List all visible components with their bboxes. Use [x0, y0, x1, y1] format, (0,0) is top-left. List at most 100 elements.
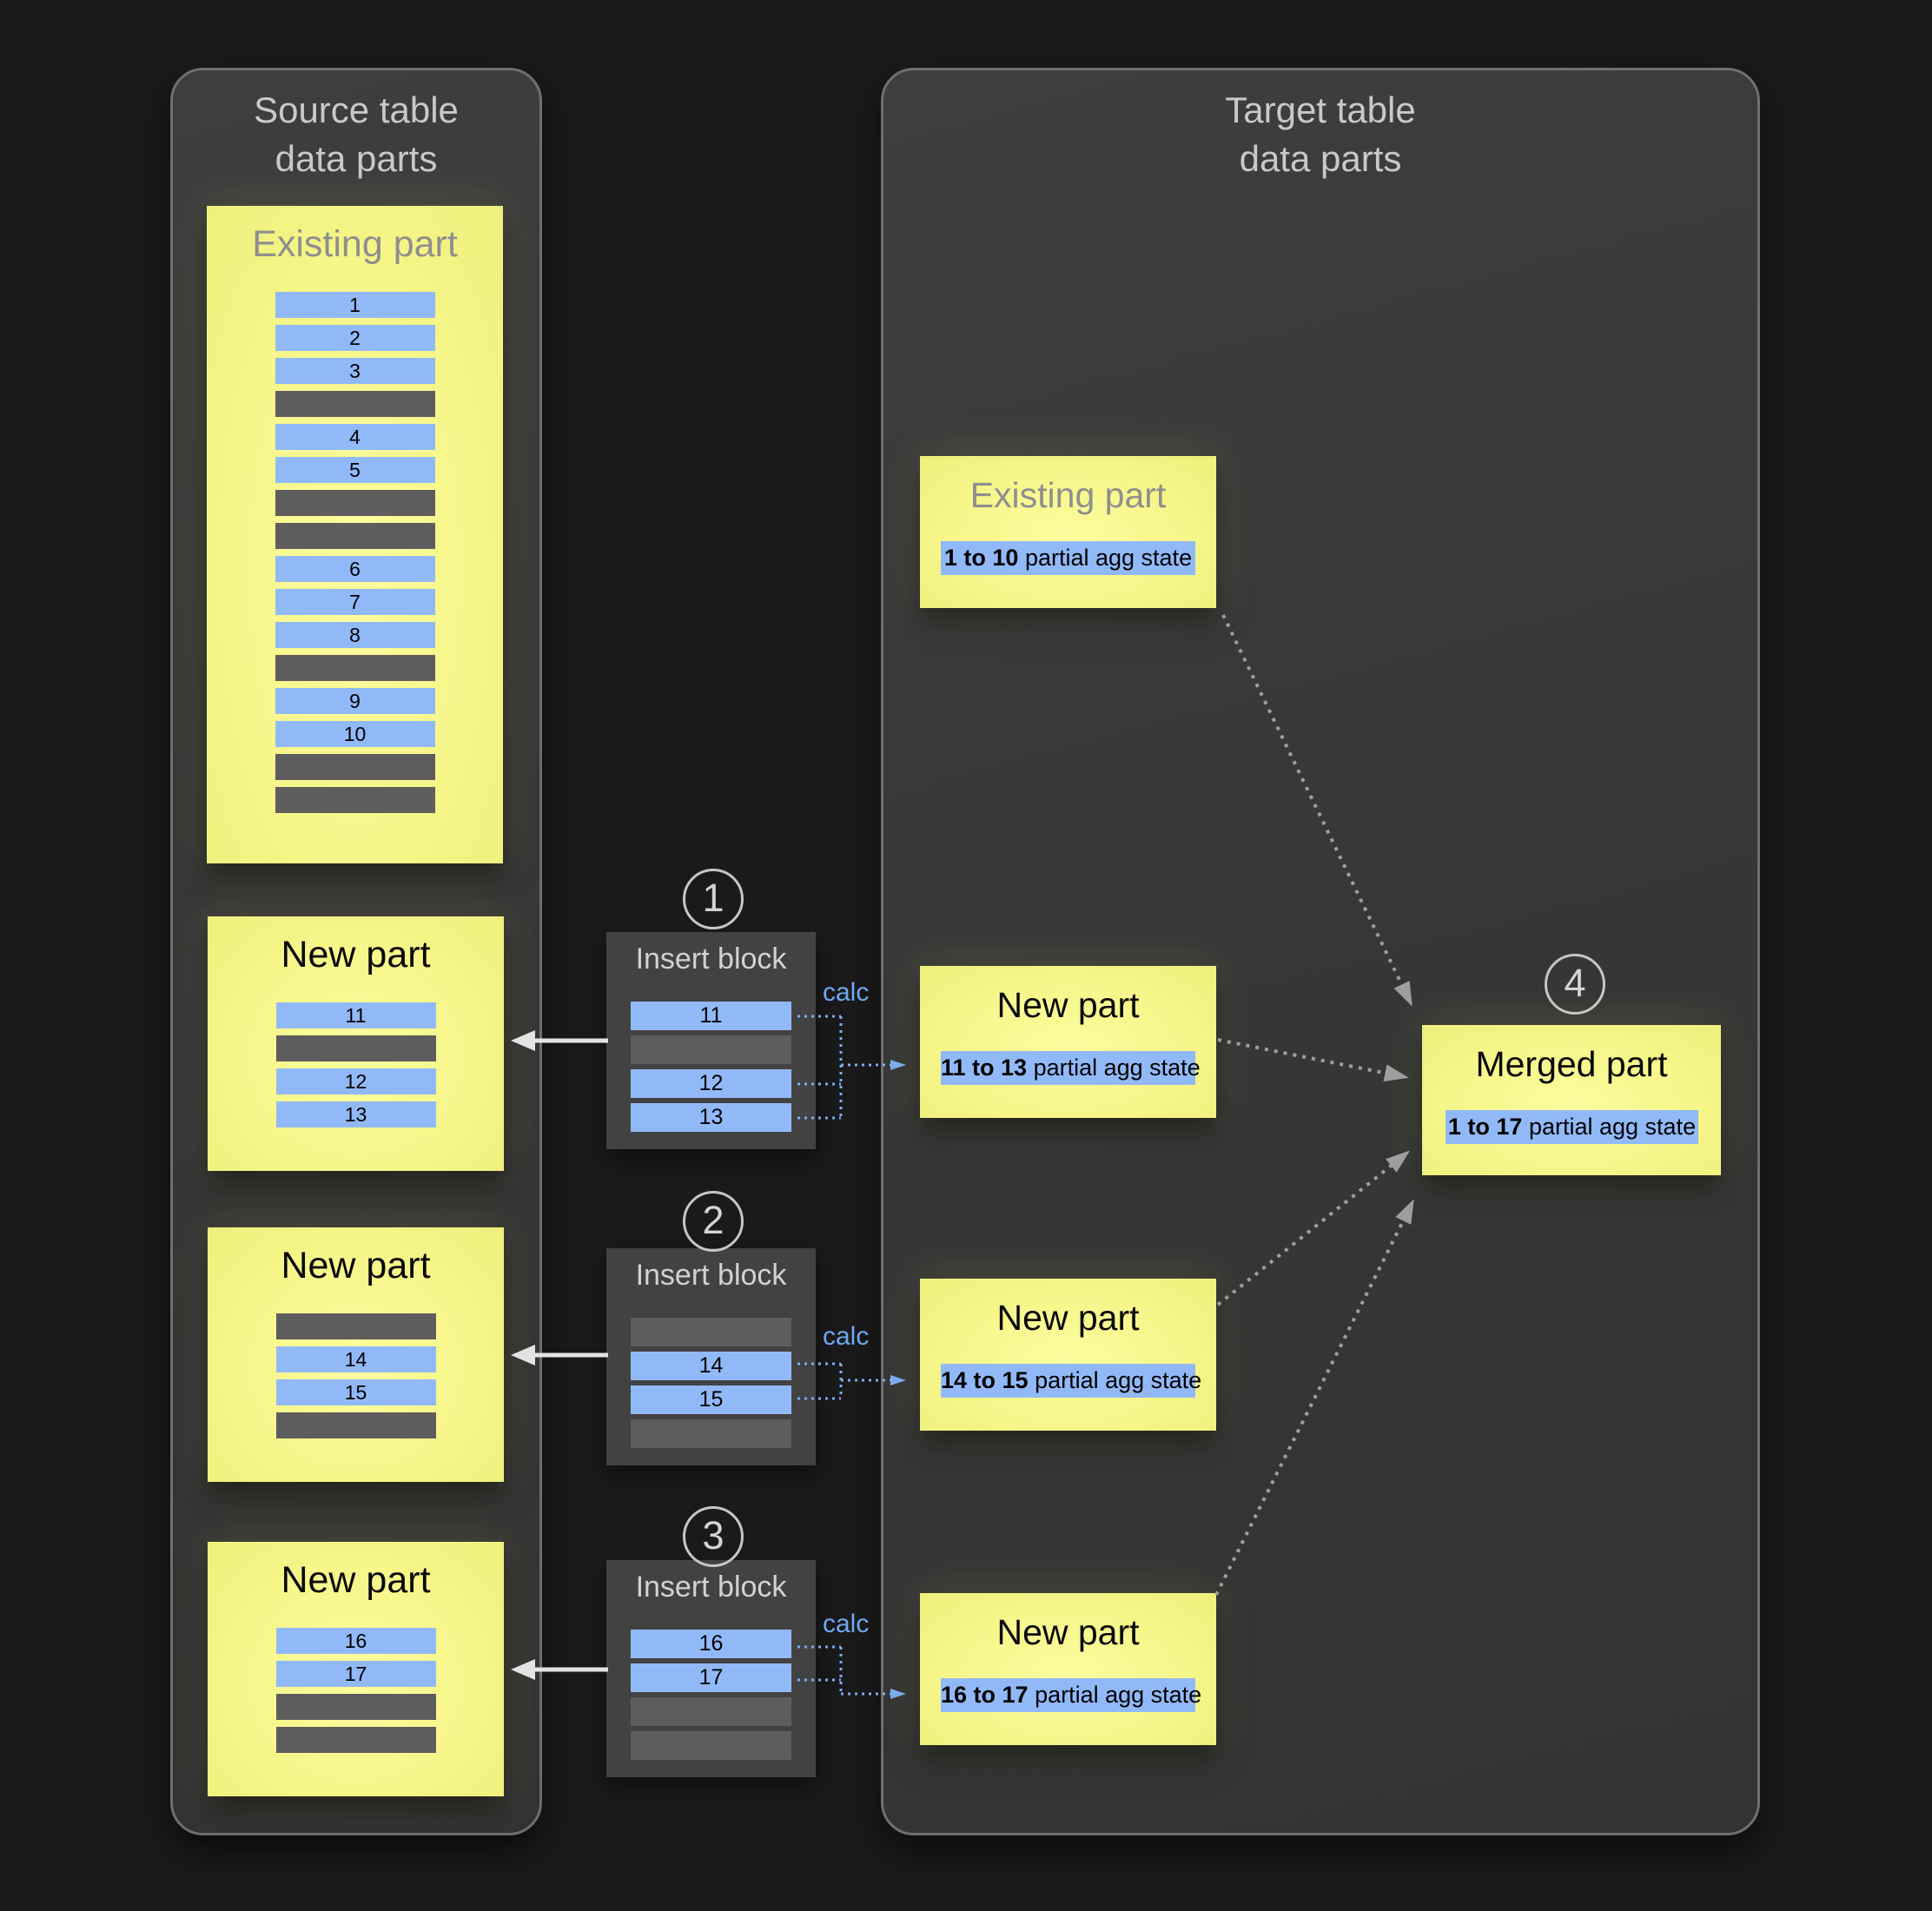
agg-rest: partial agg state — [1027, 1055, 1201, 1081]
data-row: 10 — [275, 721, 435, 747]
target-panel-title-line1: Target table — [1225, 89, 1416, 130]
agg-rest: partial agg state — [1018, 545, 1193, 571]
target-new-part-3-agg-state-label: 16 to 17 partial agg state — [941, 1678, 1201, 1712]
data-row: 11 — [275, 1002, 436, 1028]
data-row: 15 — [275, 1379, 436, 1405]
placeholder-row — [631, 1697, 791, 1726]
step-4-badge: 4 — [1545, 954, 1605, 1015]
data-row: 13 — [631, 1103, 791, 1132]
agg-range: 1 to 10 — [943, 545, 1019, 571]
source-new-part-2-title: New part — [281, 1245, 431, 1286]
data-row: 12 — [275, 1068, 436, 1094]
source-panel-title: Source table data parts — [173, 86, 539, 183]
merged-part: Merged part 1 to 17 partial agg state — [1422, 1025, 1721, 1175]
placeholder-row — [275, 1313, 436, 1339]
placeholder-row — [631, 1419, 791, 1448]
agg-range: 14 to 15 — [941, 1367, 1029, 1393]
insert-block-3-title: Insert block — [635, 1570, 787, 1604]
merged-part-agg-state-label: 1 to 17 partial agg state — [1446, 1110, 1698, 1144]
source-new-part-1-title: New part — [281, 934, 431, 975]
source-panel-title-line2: data parts — [275, 138, 438, 179]
data-row: 5 — [275, 457, 435, 483]
data-row: 12 — [631, 1069, 791, 1098]
target-new-part-2-title: New part — [996, 1298, 1140, 1338]
data-row: 2 — [275, 325, 435, 351]
calc-label-1: calc — [823, 978, 870, 1007]
placeholder-row — [275, 1035, 436, 1061]
source-existing-part-title: Existing part — [252, 223, 458, 265]
target-panel-title: Target table data parts — [883, 86, 1757, 183]
step-2-badge: 2 — [683, 1191, 744, 1252]
target-new-part-2-agg-state-label: 14 to 15 partial agg state — [941, 1364, 1201, 1398]
insert-block-2-title: Insert block — [635, 1259, 787, 1292]
placeholder-row — [631, 1318, 791, 1346]
data-row: 11 — [631, 1002, 791, 1030]
target-new-part-3-title: New part — [996, 1612, 1140, 1652]
insert-block-1-title: Insert block — [635, 942, 787, 975]
agg-range: 16 to 17 — [941, 1682, 1029, 1708]
target-new-part-2: New part 14 to 15 partial agg state — [920, 1279, 1216, 1431]
data-row: 7 — [275, 589, 435, 615]
data-row: 14 — [275, 1346, 436, 1372]
data-row: 9 — [275, 688, 435, 714]
placeholder-row — [275, 490, 435, 516]
target-new-part-1: New part 11 to 13 partial agg state — [920, 966, 1216, 1118]
placeholder-row — [275, 787, 435, 813]
placeholder-row — [275, 1727, 436, 1753]
target-panel-title-line2: data parts — [1239, 138, 1402, 179]
agg-rest: partial agg state — [1522, 1114, 1697, 1140]
merged-part-title: Merged part — [1475, 1044, 1668, 1084]
source-new-part-3-title: New part — [281, 1559, 431, 1601]
data-row: 16 — [631, 1630, 791, 1658]
data-row: 3 — [275, 358, 435, 384]
data-row: 8 — [275, 622, 435, 648]
step-3-badge: 3 — [683, 1506, 744, 1567]
placeholder-row — [275, 523, 435, 549]
data-row: 6 — [275, 556, 435, 582]
placeholder-row — [631, 1035, 791, 1064]
step-1-badge: 1 — [683, 869, 744, 929]
data-row: 4 — [275, 424, 435, 450]
placeholder-row — [275, 754, 435, 780]
target-new-part-3: New part 16 to 17 partial agg state — [920, 1593, 1216, 1745]
target-table-panel: Target table data parts — [881, 68, 1760, 1835]
insert-block-1-rows: 11 12 13 — [606, 1002, 816, 1132]
agg-range: 11 to 13 — [941, 1055, 1028, 1081]
data-row: 16 — [275, 1628, 436, 1654]
target-existing-part: Existing part 1 to 10 partial agg state — [920, 456, 1216, 608]
target-existing-agg-state-label: 1 to 10 partial agg state — [941, 541, 1195, 575]
data-row: 17 — [631, 1663, 791, 1692]
data-row: 15 — [631, 1385, 791, 1414]
calc-label-3: calc — [823, 1610, 870, 1638]
data-row: 1 — [275, 292, 435, 318]
source-existing-part: Existing part 1 2 3 4 5 6 7 8 9 10 — [207, 206, 503, 863]
source-panel-title-line1: Source table — [254, 89, 459, 130]
target-existing-part-title: Existing part — [969, 475, 1167, 515]
data-row: 14 — [631, 1352, 791, 1380]
data-row: 17 — [275, 1661, 436, 1687]
placeholder-row — [275, 655, 435, 681]
placeholder-row — [275, 1694, 436, 1720]
source-new-part-1: New part 11 12 13 — [208, 916, 504, 1171]
source-existing-rows: 1 2 3 4 5 6 7 8 9 10 — [207, 292, 503, 813]
target-new-part-1-title: New part — [996, 985, 1140, 1025]
placeholder-row — [275, 391, 435, 417]
agg-rest: partial agg state — [1028, 1682, 1202, 1708]
target-new-part-1-agg-state-label: 11 to 13 partial agg state — [941, 1051, 1201, 1085]
agg-range: 1 to 17 — [1447, 1114, 1523, 1140]
agg-rest: partial agg state — [1028, 1367, 1202, 1393]
source-new-part-1-rows: 11 12 13 — [208, 1002, 504, 1127]
data-row: 13 — [275, 1101, 436, 1127]
insert-block-1: Insert block 11 12 13 — [606, 932, 816, 1149]
placeholder-row — [275, 1412, 436, 1438]
calc-label-2: calc — [823, 1322, 870, 1351]
